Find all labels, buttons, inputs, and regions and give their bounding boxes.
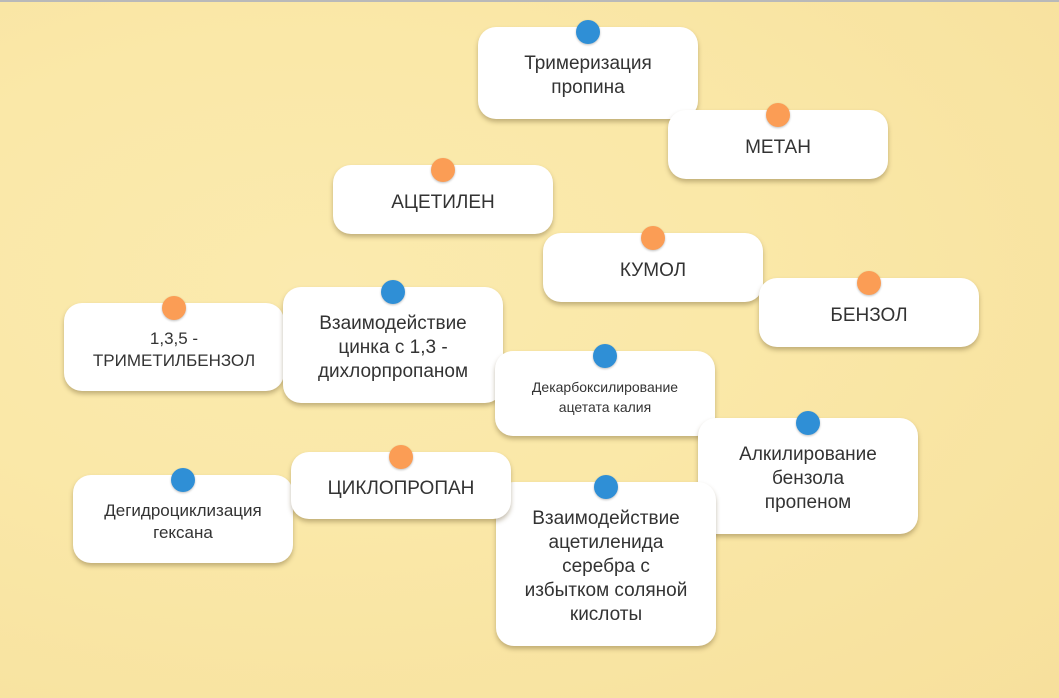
- card-label: ЦИКЛОПРОПАН: [327, 477, 475, 499]
- card-trimethylbenzene[interactable]: 1,3,5 - ТРИМЕТИЛБЕНЗОЛ: [64, 296, 284, 391]
- card-benzene[interactable]: БЕНЗОЛ: [759, 271, 979, 347]
- connector-dot[interactable]: [162, 296, 186, 320]
- card-decarboxylation[interactable]: Декарбоксилирование ацетата калия: [495, 344, 715, 436]
- card-cumene[interactable]: КУМОЛ: [543, 226, 763, 302]
- card-methane[interactable]: МЕТАН: [668, 103, 888, 179]
- connector-dot[interactable]: [857, 271, 881, 295]
- card-label: Тримеризация пропина: [524, 53, 652, 98]
- card-label: Декарбоксилирование ацетата калия: [531, 378, 679, 415]
- card-acetylene[interactable]: АЦЕТИЛЕН: [333, 158, 553, 234]
- connector-dot[interactable]: [641, 226, 665, 250]
- connector-dot[interactable]: [796, 411, 820, 435]
- card-label: Алкилирование бензола пропеном: [739, 444, 877, 513]
- card-trimerization[interactable]: Тримеризация пропина: [478, 20, 698, 119]
- card-cyclopropane[interactable]: ЦИКЛОПРОПАН: [291, 445, 511, 519]
- connector-dot[interactable]: [171, 468, 195, 492]
- card-label: Взаимодействие ацетиленида серебра с изб…: [524, 508, 688, 625]
- connector-dot[interactable]: [594, 475, 618, 499]
- card-label: 1,3,5 - ТРИМЕТИЛБЕНЗОЛ: [92, 329, 256, 370]
- card-label: АЦЕТИЛЕН: [391, 191, 495, 213]
- card-label: МЕТАН: [745, 136, 811, 158]
- connector-dot[interactable]: [381, 280, 405, 304]
- card-label: Взаимодействие цинка с 1,3 - дихлорпропа…: [317, 313, 469, 382]
- connector-dot[interactable]: [576, 20, 600, 44]
- card-zinc-dichloropropane[interactable]: Взаимодействие цинка с 1,3 - дихлорпропа…: [283, 280, 503, 403]
- connector-dot[interactable]: [431, 158, 455, 182]
- card-dehydrocyclization[interactable]: Дегидроциклизация гексана: [73, 468, 293, 563]
- connector-dot[interactable]: [389, 445, 413, 469]
- connector-dot[interactable]: [593, 344, 617, 368]
- card-label: БЕНЗОЛ: [830, 304, 908, 326]
- card-alkylation[interactable]: Алкилирование бензола пропеном: [698, 411, 918, 534]
- card-label: Дегидроциклизация гексана: [104, 501, 262, 542]
- card-label: КУМОЛ: [619, 259, 687, 281]
- card-silver-acetylide[interactable]: Взаимодействие ацетиленида серебра с изб…: [496, 475, 716, 646]
- connector-dot[interactable]: [766, 103, 790, 127]
